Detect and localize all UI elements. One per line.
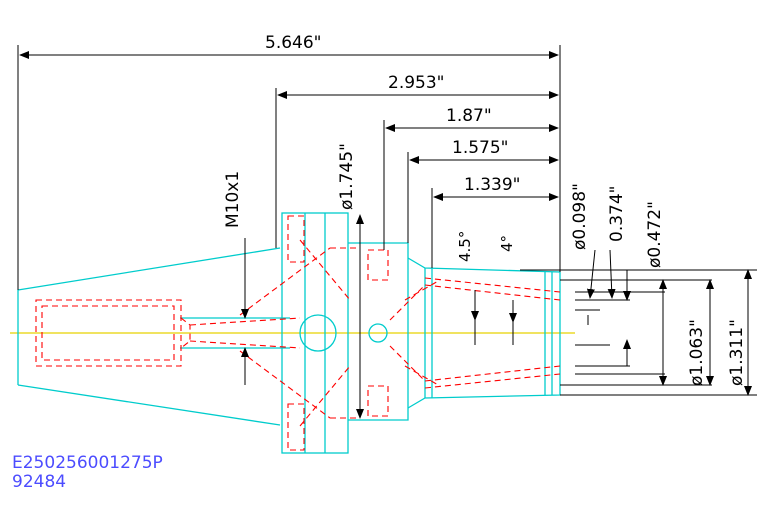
dim-collet-length: 1.339" (464, 175, 521, 195)
dim-taper-angle-outer: 4.5° (456, 231, 474, 262)
dim-thread: M10x1 (223, 171, 243, 228)
part-code: E250256001275P (12, 453, 163, 473)
body-outline (17, 212, 561, 454)
part-number: 92484 (12, 472, 67, 492)
dim-gauge-to-end: 2.953" (388, 73, 445, 93)
dim-flange-to-end: 1.87" (446, 106, 492, 126)
dim-nose-outer-dia: ø1.311" (727, 319, 747, 386)
dim-overall-length: 5.646" (265, 33, 322, 53)
dim-bore-min: ø0.098" (570, 183, 590, 250)
hidden-lines (35, 215, 561, 451)
dim-bore-max: ø0.472" (645, 201, 665, 268)
dim-bore-mid: 0.374" (607, 186, 627, 243)
dim-flange-dia: ø1.745" (337, 143, 357, 210)
dimension-lines (17, 45, 757, 419)
dim-nose-inner-dia: ø1.063" (687, 319, 707, 386)
dim-taper-angle-inner: 4° (498, 235, 516, 252)
dim-nose-length: 1.575" (452, 138, 509, 158)
